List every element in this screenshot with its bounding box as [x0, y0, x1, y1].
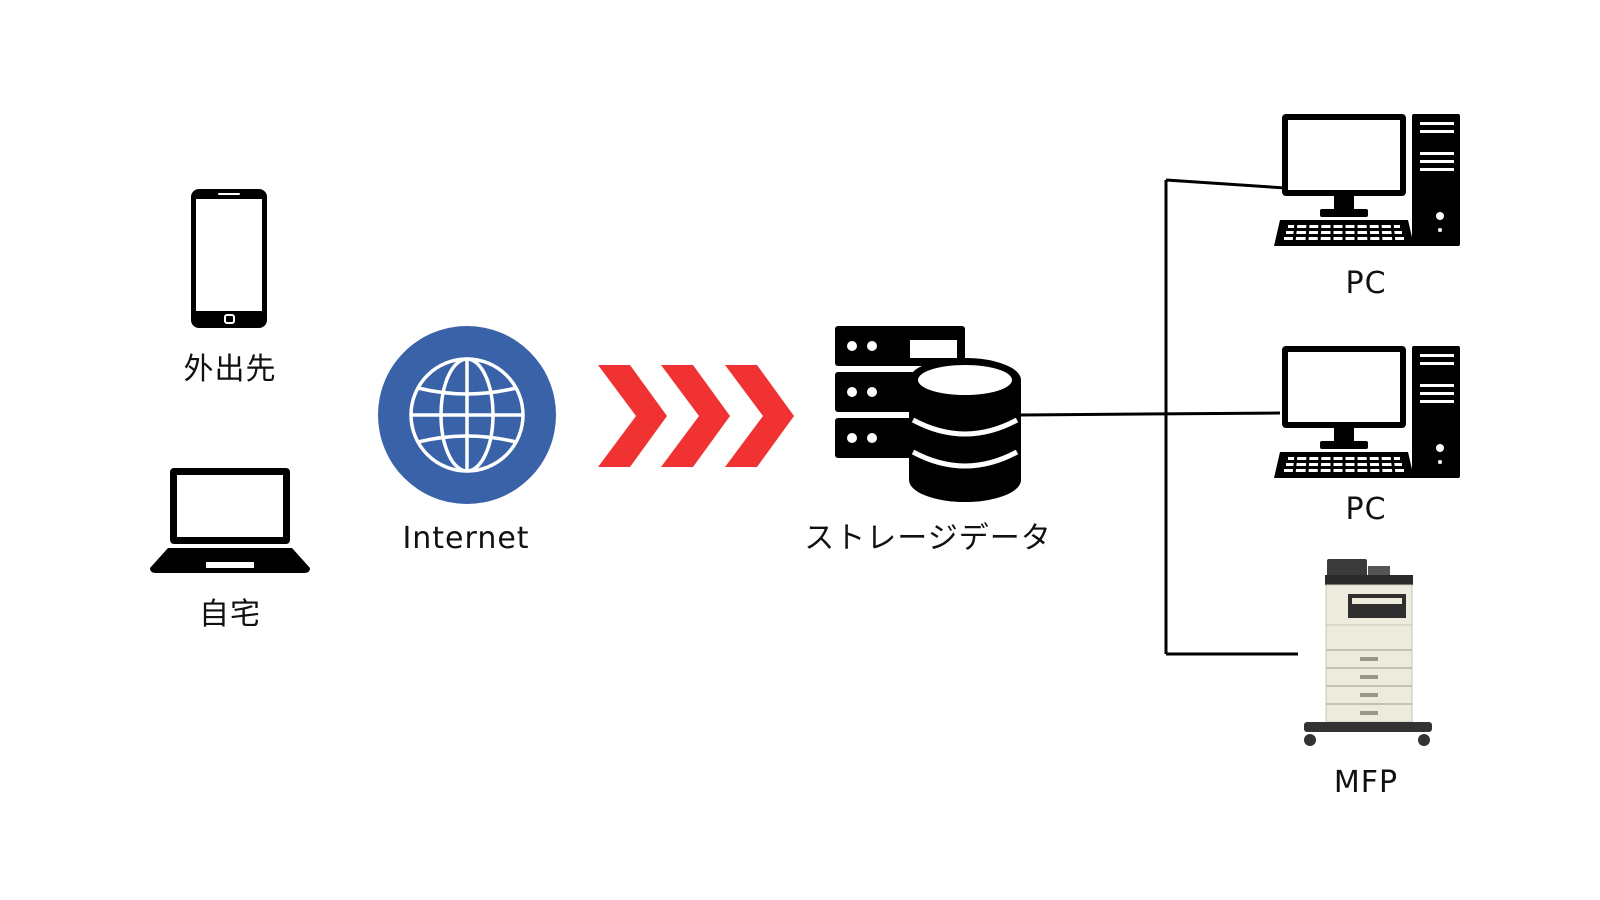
label-mfp: MFP — [1333, 765, 1399, 800]
desktop-computer-icon — [1272, 344, 1462, 480]
printer-mfp-icon — [1304, 559, 1432, 746]
label-outside: 外出先 — [183, 352, 277, 387]
label-storage: ストレージデータ — [804, 521, 1052, 556]
database-server-icon — [835, 326, 1021, 502]
label-internet: Internet — [402, 521, 530, 556]
label-pc-2: PC — [1345, 492, 1387, 527]
desktop-computer-icon — [1272, 112, 1462, 248]
globe-icon — [378, 326, 556, 504]
chevron-right-icon — [598, 365, 794, 467]
laptop-icon — [150, 468, 310, 573]
label-home: 自宅 — [199, 597, 261, 632]
smartphone-icon — [191, 189, 267, 328]
network-lines — [1020, 178, 1301, 656]
label-pc-1: PC — [1345, 266, 1387, 301]
